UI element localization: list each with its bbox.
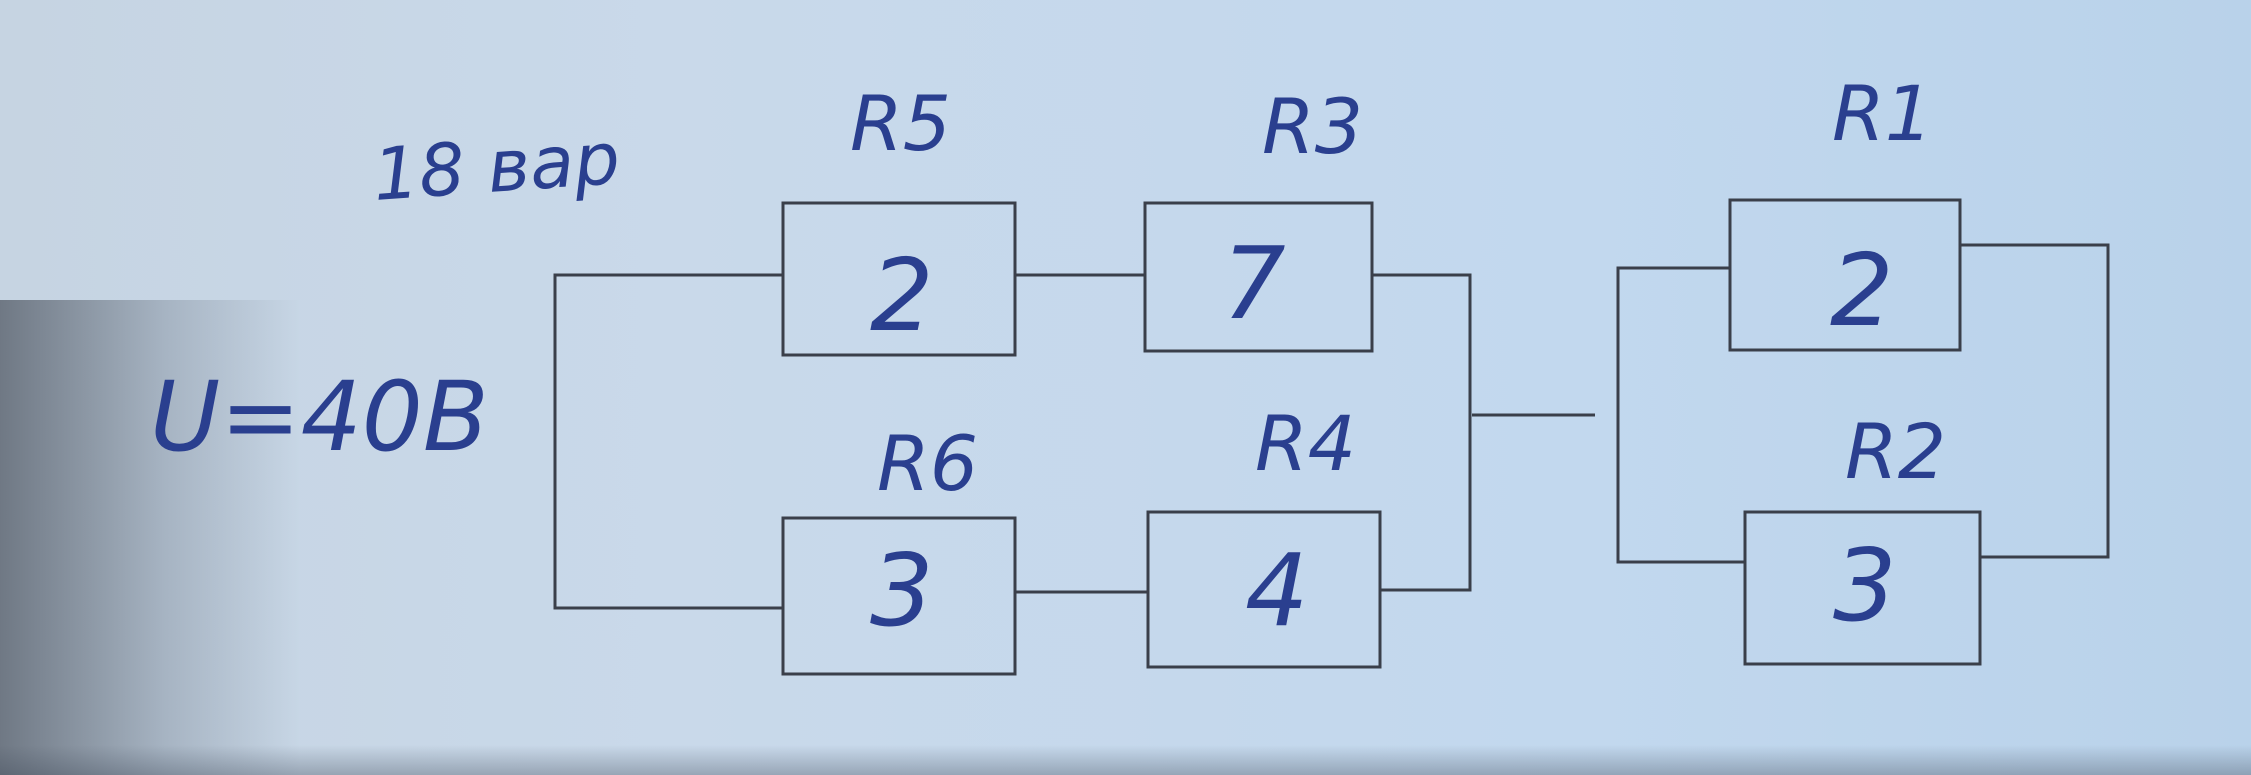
r4-name: R4 [1255,399,1356,488]
bottom-shadow [0,745,2251,775]
r6-value: 3 [870,532,934,649]
r1-value: 2 [1830,232,1894,349]
wire-r3-node [1372,273,1472,592]
resistor-r5-box [781,201,1017,357]
r5-name: R5 [850,79,951,168]
r6-name: R6 [877,419,978,508]
voltage-label: U=40B [150,361,489,473]
wires [553,243,2110,610]
resistor-r4-box [1146,510,1382,669]
wire-right-left-bus [1616,266,1745,564]
r2-name: R2 [1845,407,1946,496]
wire-left-bus [553,273,783,610]
variant-label: 18 вар [370,116,622,217]
resistor-r1-box [1728,198,1962,352]
resistor-r3-box [1143,201,1374,353]
resistor-r2-box [1743,510,1982,666]
left-shadow [0,300,300,775]
r5-value: 2 [870,237,934,354]
resistor-r6-box [781,516,1017,676]
r3-value: 7 [1222,225,1286,342]
wire-right-right-bus [1960,243,2110,559]
r3-name: R3 [1262,82,1363,171]
r1-name: R1 [1832,69,1933,158]
r4-value: 4 [1245,532,1309,649]
r2-value: 3 [1833,527,1897,644]
